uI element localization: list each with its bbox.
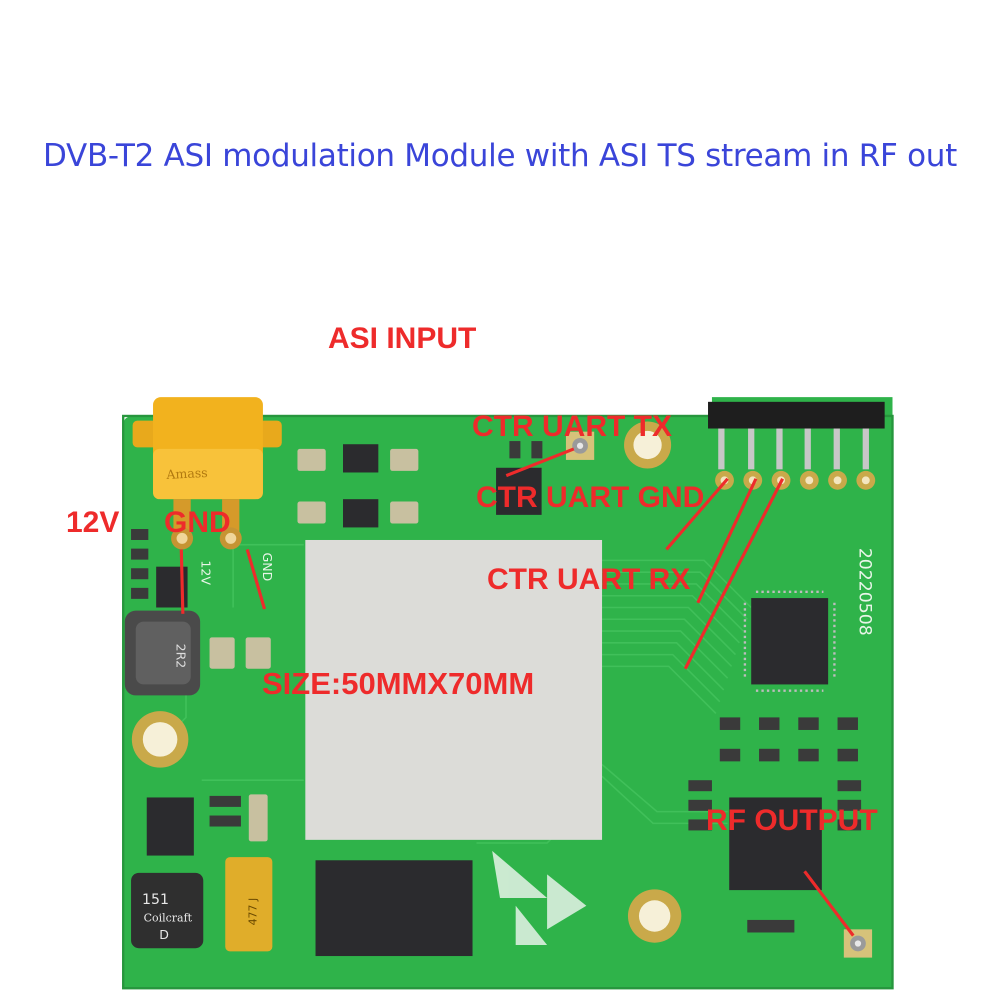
silk-12v: 12V	[199, 560, 214, 585]
silk-gnd: GND	[260, 553, 275, 582]
smd-caps	[209, 448, 419, 842]
label-asi-input: ASI INPUT	[328, 322, 477, 355]
svg-text:Amass: Amass	[165, 465, 208, 482]
power-connector: Amass	[132, 397, 282, 550]
page-title: DVB-T2 ASI modulation Module with ASI TS…	[43, 138, 957, 174]
svg-text:151: 151	[142, 892, 169, 908]
label-uart-tx: CTR UART TX	[472, 410, 672, 443]
line-gnd	[245, 548, 267, 610]
tantalum-cap: 477 J	[225, 857, 273, 952]
pcb-board-edge	[122, 414, 894, 990]
silk-date-code: 20220508	[855, 548, 875, 636]
pcb-traces	[154, 543, 752, 844]
smd-resistors	[131, 441, 862, 933]
line-asi-input	[505, 447, 575, 478]
label-rf-output: RF OUTPUT	[706, 804, 878, 837]
line-uart-rx	[683, 478, 784, 670]
pcb-photo: Amass	[122, 397, 894, 990]
svg-text:D: D	[159, 927, 169, 942]
label-gnd: GND	[164, 506, 231, 539]
inductor-bottom: 151 Coilcraft D	[131, 872, 204, 949]
line-uart-tx	[665, 477, 729, 551]
label-uart-gnd: CTR UART GND	[476, 481, 705, 514]
annotation-lines	[179, 447, 855, 937]
ufl-connectors	[565, 431, 873, 958]
label-uart-rx: CTR UART RX	[487, 563, 691, 596]
mounting-holes	[131, 421, 682, 943]
qfp-pins	[743, 590, 836, 692]
heatsink	[305, 539, 603, 840]
label-size: SIZE:50MMX70MM	[262, 666, 535, 701]
inductor-left: 2R2	[124, 610, 201, 696]
label-12v: 12V	[66, 506, 120, 539]
svg-text:477 J: 477 J	[247, 898, 260, 926]
svg-text:2R2: 2R2	[174, 644, 189, 669]
line-12v	[179, 549, 185, 614]
line-uart-gnd	[696, 478, 758, 604]
svg-text:Coilcraft: Coilcraft	[144, 911, 193, 924]
line-rf-output	[803, 870, 855, 937]
ic-chips	[146, 444, 829, 957]
pin-header	[708, 401, 885, 490]
